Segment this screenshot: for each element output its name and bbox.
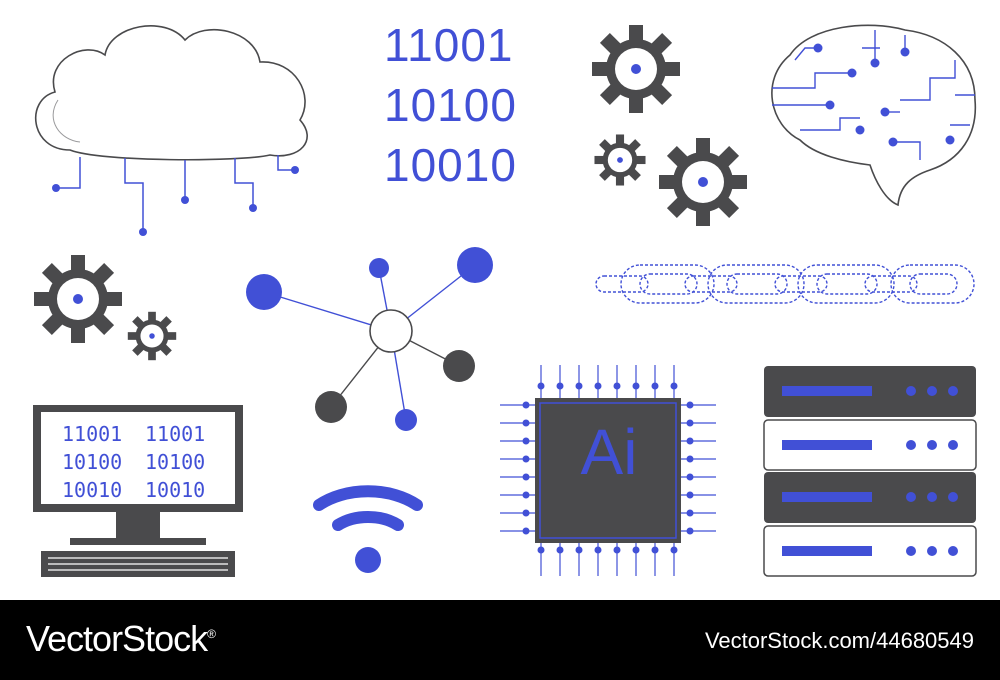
network-node-icon [246, 247, 493, 431]
gear-cluster-icon [592, 25, 747, 226]
binary-line-1: 11001 [384, 19, 514, 71]
monitor-binary-left: 11001 10100 10010 [62, 422, 123, 502]
wifi-icon [313, 485, 423, 573]
ai-chip-icon [500, 365, 716, 576]
brand-text: VectorStock [26, 618, 208, 659]
gear-pair-icon [34, 255, 177, 361]
vectorstock-logo[interactable]: VectorStock® [26, 618, 216, 660]
ai-chip-label: Ai [580, 416, 638, 488]
illustration-canvas [33, 24, 977, 577]
binary-line-2: 10100 [384, 79, 517, 131]
brain-circuit-icon [771, 24, 977, 207]
registered-mark: ® [207, 627, 216, 641]
watermark-footer: VectorStock® VectorStock.com/44680549 [0, 600, 1000, 680]
chain-link-icon [595, 264, 975, 304]
cloud-circuit-icon [34, 25, 308, 236]
server-rack-icon [763, 366, 977, 577]
monitor-binary-right: 11001 10100 10010 [145, 422, 206, 502]
binary-line-3: 10010 [384, 139, 517, 191]
image-id-link[interactable]: VectorStock.com/44680549 [704, 628, 974, 653]
computer-monitor-icon [33, 405, 243, 577]
